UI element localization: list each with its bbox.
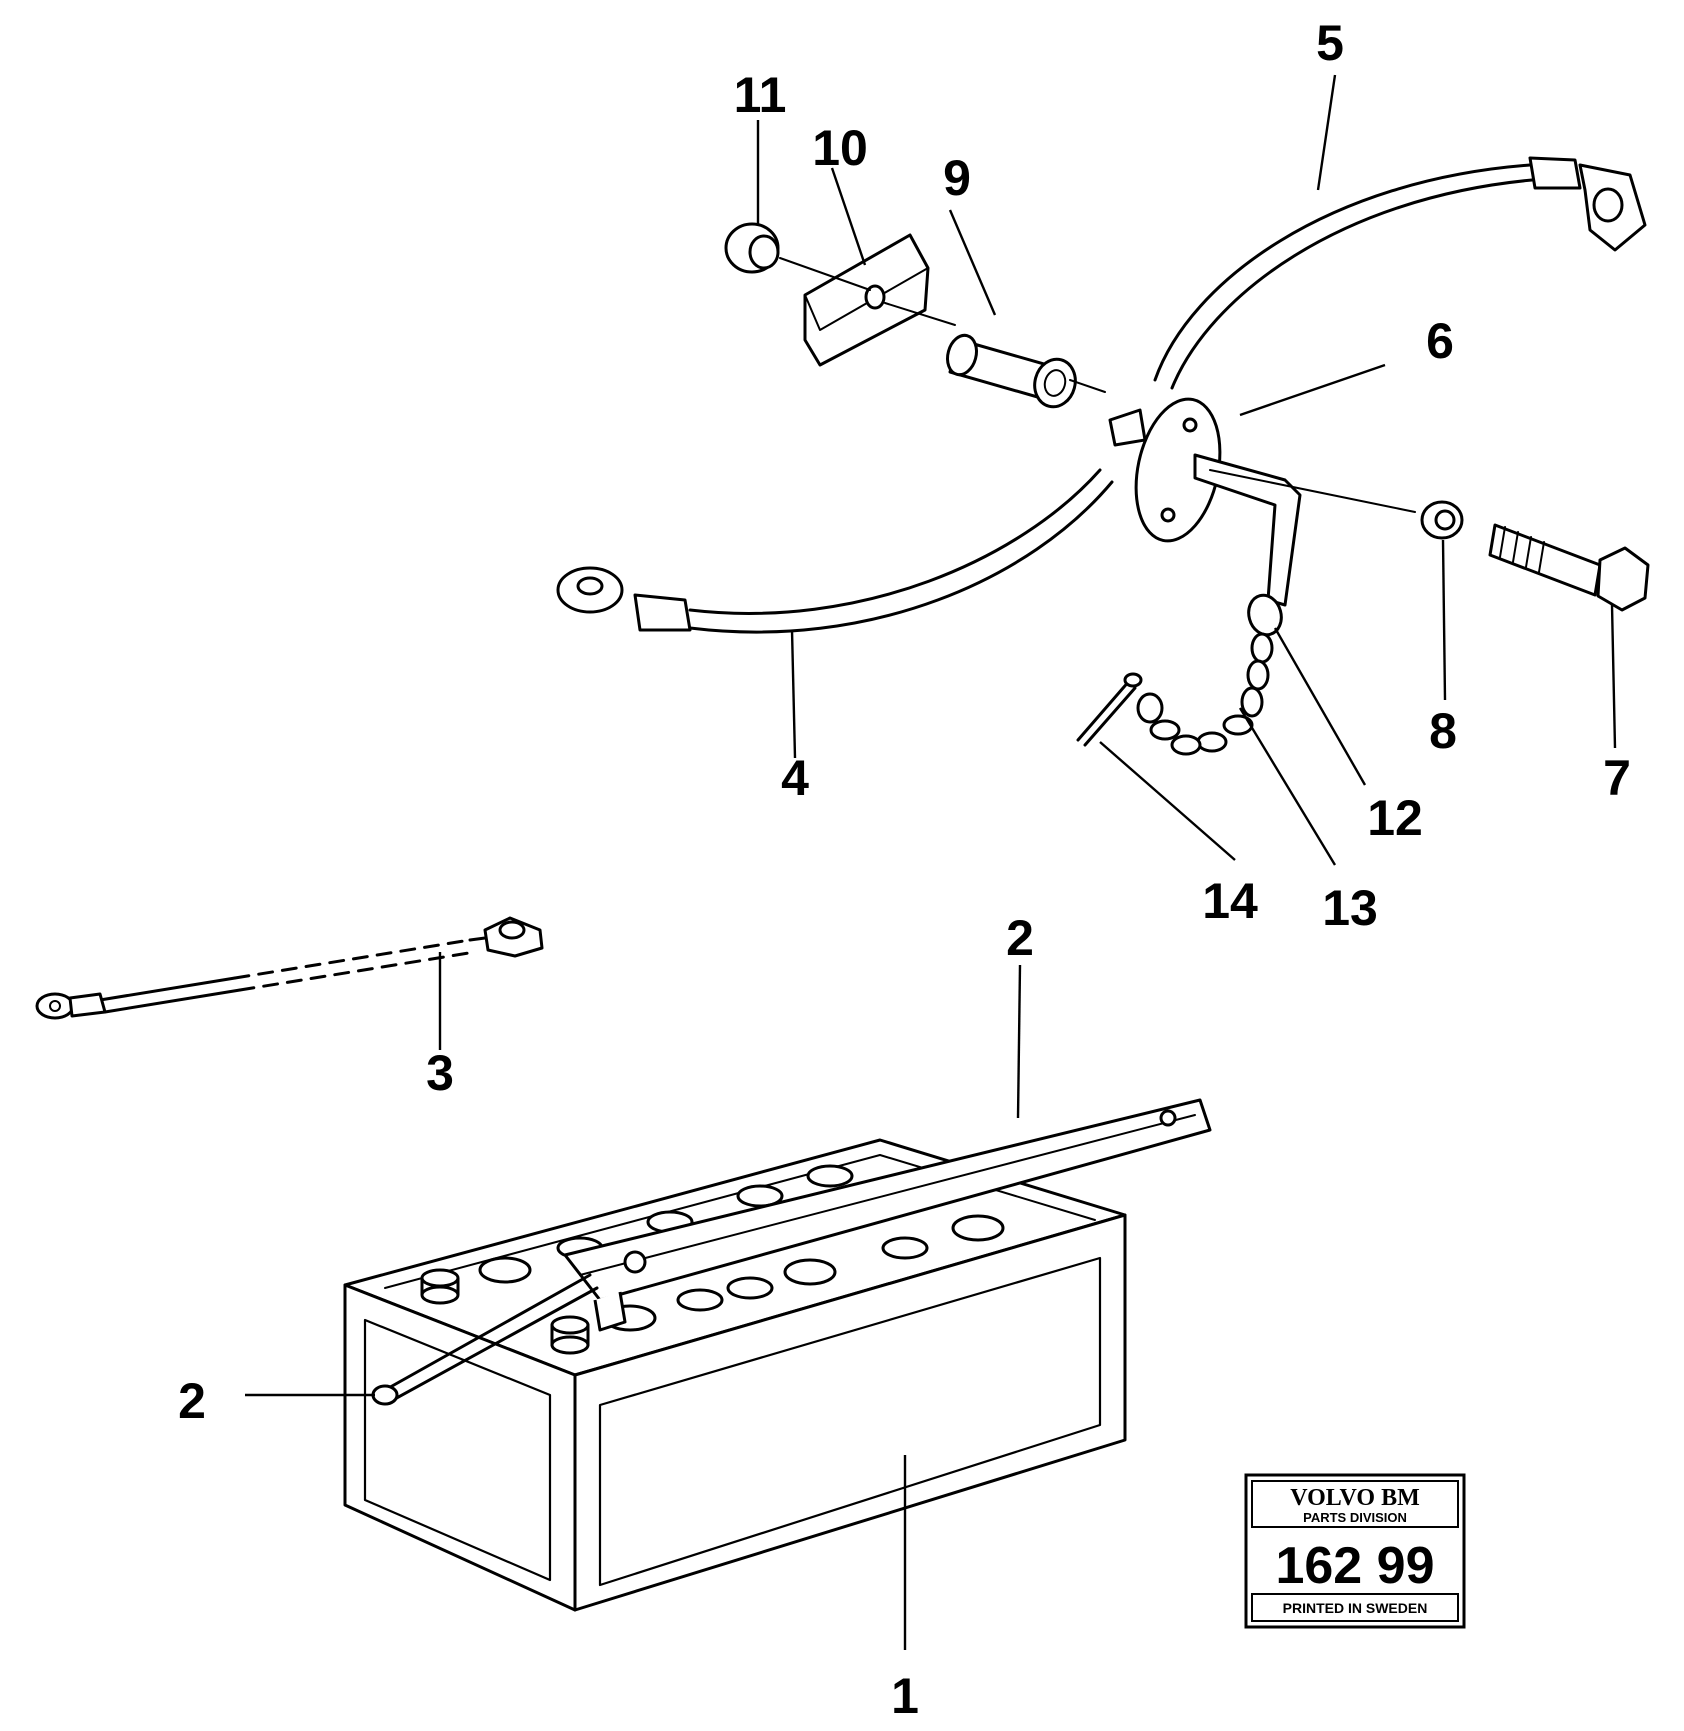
callout-7: 7 xyxy=(1603,750,1631,806)
callout-9: 9 xyxy=(943,150,971,206)
mounting-plate xyxy=(803,233,930,367)
cotter-pin xyxy=(1076,672,1143,747)
battery xyxy=(343,1138,1127,1612)
callout-11: 11 xyxy=(734,67,787,123)
terminal-post-left xyxy=(420,1268,460,1305)
stamp-brand: VOLVO BM xyxy=(1290,1485,1420,1511)
hold-down-rod xyxy=(371,1273,599,1406)
callouts: 1 2 2 3 4 5 6 7 8 9 10 11 12 13 14 xyxy=(178,15,1631,1724)
battery-cable-long xyxy=(556,468,1114,634)
callout-4: 4 xyxy=(781,750,809,806)
callout-12: 12 xyxy=(1367,790,1423,846)
callout-6: 6 xyxy=(1426,313,1454,369)
callout-2-bar: 2 xyxy=(1006,910,1034,966)
nut xyxy=(724,222,780,274)
terminal-post-front xyxy=(550,1315,590,1355)
callout-3: 3 xyxy=(426,1045,454,1101)
stamp-number: 162 99 xyxy=(1275,1537,1434,1595)
callout-2-rod: 2 xyxy=(178,1373,206,1429)
callout-5: 5 xyxy=(1316,15,1344,71)
volvo-bm-stamp: VOLVO BM PARTS DIVISION 162 99 PRINTED I… xyxy=(1244,1473,1466,1629)
split-ring xyxy=(1247,593,1283,637)
stamp-division: PARTS DIVISION xyxy=(1303,1510,1407,1525)
hold-down-bar xyxy=(563,1098,1212,1332)
washer xyxy=(1420,500,1464,540)
callout-8: 8 xyxy=(1429,703,1457,759)
spacer-sleeve xyxy=(946,333,1077,409)
callout-13: 13 xyxy=(1322,880,1378,936)
callout-14: 14 xyxy=(1202,873,1258,929)
battery-cable-upper xyxy=(1153,156,1647,390)
bolt xyxy=(1488,523,1650,612)
main-switch xyxy=(1108,397,1302,607)
callout-1: 1 xyxy=(891,1668,919,1724)
chain xyxy=(1136,632,1274,756)
leader-lines xyxy=(245,74,1617,1650)
battery-cable-short xyxy=(35,916,544,1020)
callout-10: 10 xyxy=(812,120,868,176)
stamp-footer: PRINTED IN SWEDEN xyxy=(1283,1600,1428,1616)
